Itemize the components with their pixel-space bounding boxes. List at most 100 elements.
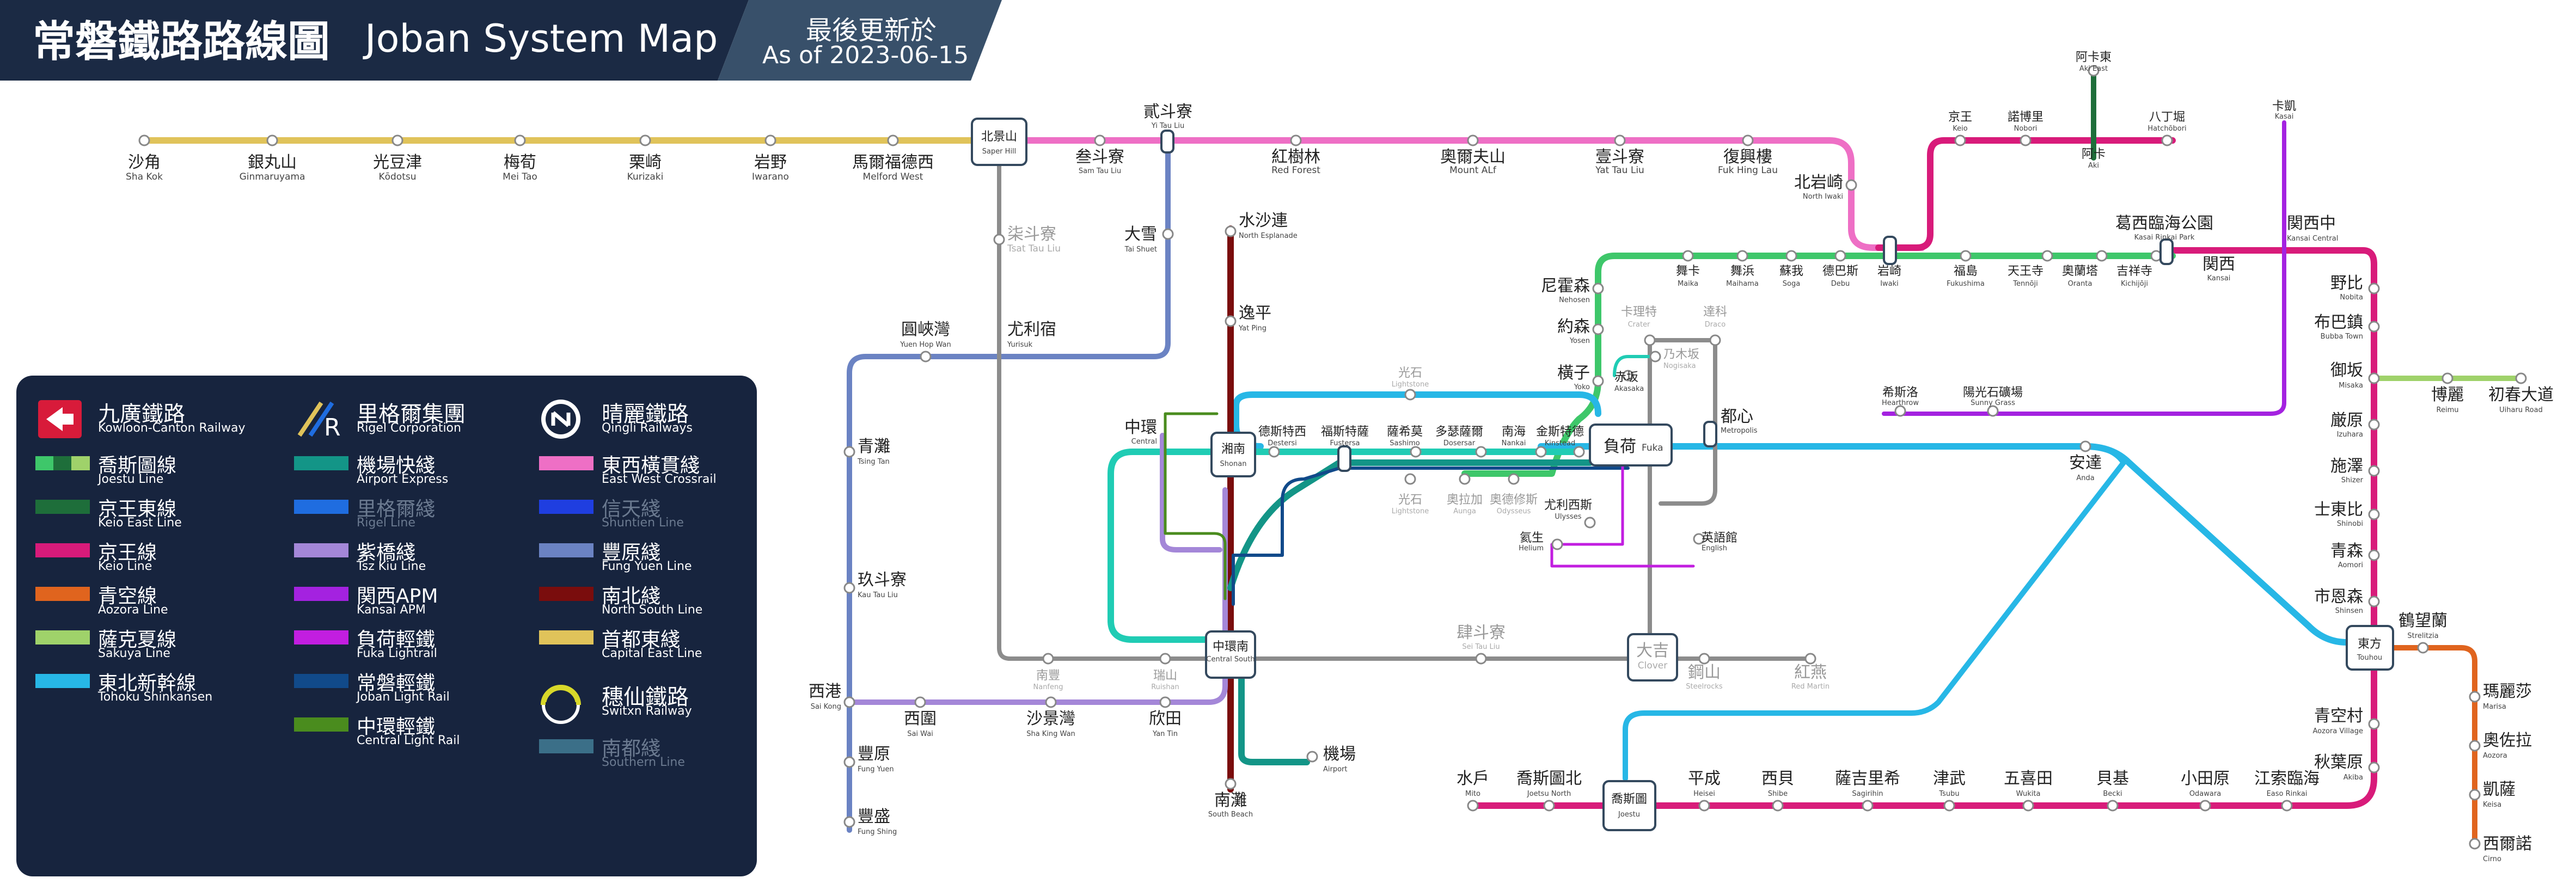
station-touhou: 東方	[2358, 637, 2382, 651]
station-yi-tau-liu-en: Yi Tau Liu	[1151, 122, 1184, 130]
legend-joestu-zh: 喬斯圖線	[98, 455, 177, 477]
legend-east-west-zh: 東西橫貫綫	[602, 455, 700, 477]
station-mei-tao: 梅荀	[504, 153, 536, 172]
legend-southern-zh: 南都綫	[602, 738, 661, 760]
station-yat-ping-en: Yat Ping	[1238, 324, 1266, 333]
station-kasai-rinkai-park: 葛西臨海公園	[2115, 214, 2213, 233]
legend-tsz-kiu-en: Tsz Kiu Line	[357, 560, 426, 573]
station-kansai-central-en: Kansai Central	[2287, 235, 2338, 243]
station-fuk-hing-lau-en: Fuk Hing Lau	[1718, 165, 1778, 176]
station-izuhara-en: Izuhara	[2337, 431, 2363, 439]
legend-southern-en: Southern Line	[602, 756, 685, 769]
station-kinstead: 金斯特德	[1536, 425, 1584, 439]
hub-clover	[1627, 633, 1678, 682]
station-north-iwaki-en: North Iwaki	[1803, 193, 1843, 201]
station-english: 英語館	[1702, 531, 1737, 545]
station-central-south: 中環南	[1213, 640, 1249, 654]
station-iwaki: 岩崎	[1877, 265, 1901, 278]
station-yoko-en: Yoko	[1574, 383, 1590, 391]
station-kansai-en: Kansai	[2207, 274, 2231, 283]
station-uiharu-road-en: Uiharu Road	[2499, 406, 2543, 414]
station-odawara: 小田原	[2181, 769, 2230, 788]
line-southern	[1613, 355, 1657, 377]
station-cirno: 西爾諾	[2483, 834, 2532, 854]
station-hearthrow: 希斯洛	[1882, 386, 1918, 400]
station-labels: 沙角 Sha Kok 銀丸山 Ginmaruyama 光豆津 Kōdotsu 梅…	[126, 51, 2554, 863]
station-becki: 貝基	[2096, 769, 2129, 788]
legend-rigel-en: Rigel Line	[357, 516, 415, 530]
station-fuk-hing-lau: 復興樓	[1723, 148, 1772, 167]
station-nobori: 諾博里	[2008, 111, 2043, 124]
station-keio-en: Keio	[1953, 125, 1967, 133]
station-kau-tau-liu-en: Kau Tau Liu	[858, 591, 898, 599]
legend-company-kcr: 九廣鐵路 Kowloon-Canton Railway	[35, 397, 264, 446]
station-airport-en: Airport	[1323, 765, 1348, 774]
station-lightstone-s: 光石	[1398, 493, 1422, 507]
station-kurizaki-en: Kurizaki	[627, 171, 664, 182]
legend-capital-east-en: Capital East Line	[602, 647, 702, 660]
station-strelitzia-en: Strelitzia	[2407, 632, 2438, 640]
legend-company-qingli-en: Qingli Railways	[602, 421, 693, 435]
station-fung-shing: 豐盛	[858, 807, 890, 826]
qingli-logo-icon	[541, 400, 580, 439]
station-touhou-en: Touhou	[2357, 654, 2382, 662]
hub-central-south	[1205, 630, 1256, 679]
station-debu-en: Debu	[1831, 280, 1850, 288]
legend-keio-east-en: Keio East Line	[98, 516, 182, 530]
station-fung-yuen: 豐原	[858, 745, 890, 764]
legend-fuka-en: Fuka Lightrail	[357, 647, 437, 660]
station-airport: 機場	[1323, 745, 1356, 764]
station-sagirihin: 薩吉里希	[1835, 769, 1900, 788]
station-fung-yuen-en: Fung Yuen	[858, 765, 894, 774]
station-south-beach: 南灘	[1214, 791, 1247, 810]
station-clover: 大吉	[1636, 641, 1669, 660]
line-east-west	[996, 137, 1925, 251]
legend-joban-lr-en: Joban Light Rail	[357, 690, 450, 704]
svg-text:R: R	[324, 414, 341, 441]
station-shonan: 湘南	[1221, 443, 1245, 456]
legend-keio-zh: 京王線	[98, 542, 157, 564]
title-bar-shape	[0, 0, 1002, 81]
station-nogisaka-en: Nogisaka	[1663, 362, 1696, 370]
station-aki-en: Aki	[2088, 162, 2099, 170]
station-aki: 阿卡	[2082, 148, 2106, 161]
station-aki-east-en: Aki East	[2079, 65, 2108, 73]
station-metropolis: 都心	[1721, 407, 1753, 426]
station-akiba-en: Akiba	[2344, 774, 2363, 782]
legend-joestu-en: Joestu Line	[98, 472, 164, 486]
station-kichijoji-en: Kichijōji	[2121, 280, 2148, 288]
station-nogisaka: 乃木坂	[1663, 348, 1699, 361]
station-destersi: 德斯特西	[1258, 425, 1306, 439]
as-of-date: As of 2023-06-15	[762, 41, 969, 69]
line-fung-yuen	[847, 138, 1171, 833]
station-kodotsu: 光豆津	[373, 153, 422, 172]
station-fukushima: 福島	[1954, 265, 1978, 278]
station-hearthrow-en: Hearthrow	[1882, 399, 1919, 407]
hub-shonan	[1210, 432, 1256, 477]
updated-label: 最後更新於	[806, 15, 937, 46]
station-reimu-en: Reimu	[2437, 406, 2459, 414]
legend-panel: 九廣鐵路 Kowloon-Canton Railway 喬斯圖線 Joestu …	[16, 376, 757, 876]
station-easo-rinkai: 江索臨海	[2254, 769, 2320, 788]
station-aozora-en: Aozora	[2483, 752, 2507, 760]
station-joestu: 喬斯圖	[1611, 793, 1647, 806]
line-keio-south	[1470, 247, 2377, 809]
station-sha-king-wan-en: Sha King Wan	[1026, 730, 1075, 738]
station-north-esplanade: 水沙連	[1239, 211, 1288, 230]
station-steelrocks: 鋼山	[1688, 663, 1721, 682]
hub-iwaki	[1883, 236, 1897, 265]
station-nankai-en: Nankai	[1502, 439, 1526, 447]
station-marisa-en: Marisa	[2483, 703, 2506, 711]
station-becki-en: Becki	[2103, 790, 2122, 798]
station-soga-en: Soga	[1783, 280, 1800, 288]
station-yoko: 橫子	[1557, 364, 1590, 383]
station-crater-en: Crater	[1628, 321, 1650, 329]
hub-touhou	[2346, 625, 2394, 671]
legend-company-rigel-zh: 里格爾集團	[357, 402, 466, 427]
station-tai-shuet: 大雪	[1124, 225, 1157, 244]
station-nobita: 野比	[2330, 274, 2363, 293]
station-oranta-en: Oranta	[2068, 280, 2092, 288]
station-clover-en: Clover	[1638, 660, 1668, 671]
legend-aozora-zh: 青空線	[98, 585, 157, 607]
